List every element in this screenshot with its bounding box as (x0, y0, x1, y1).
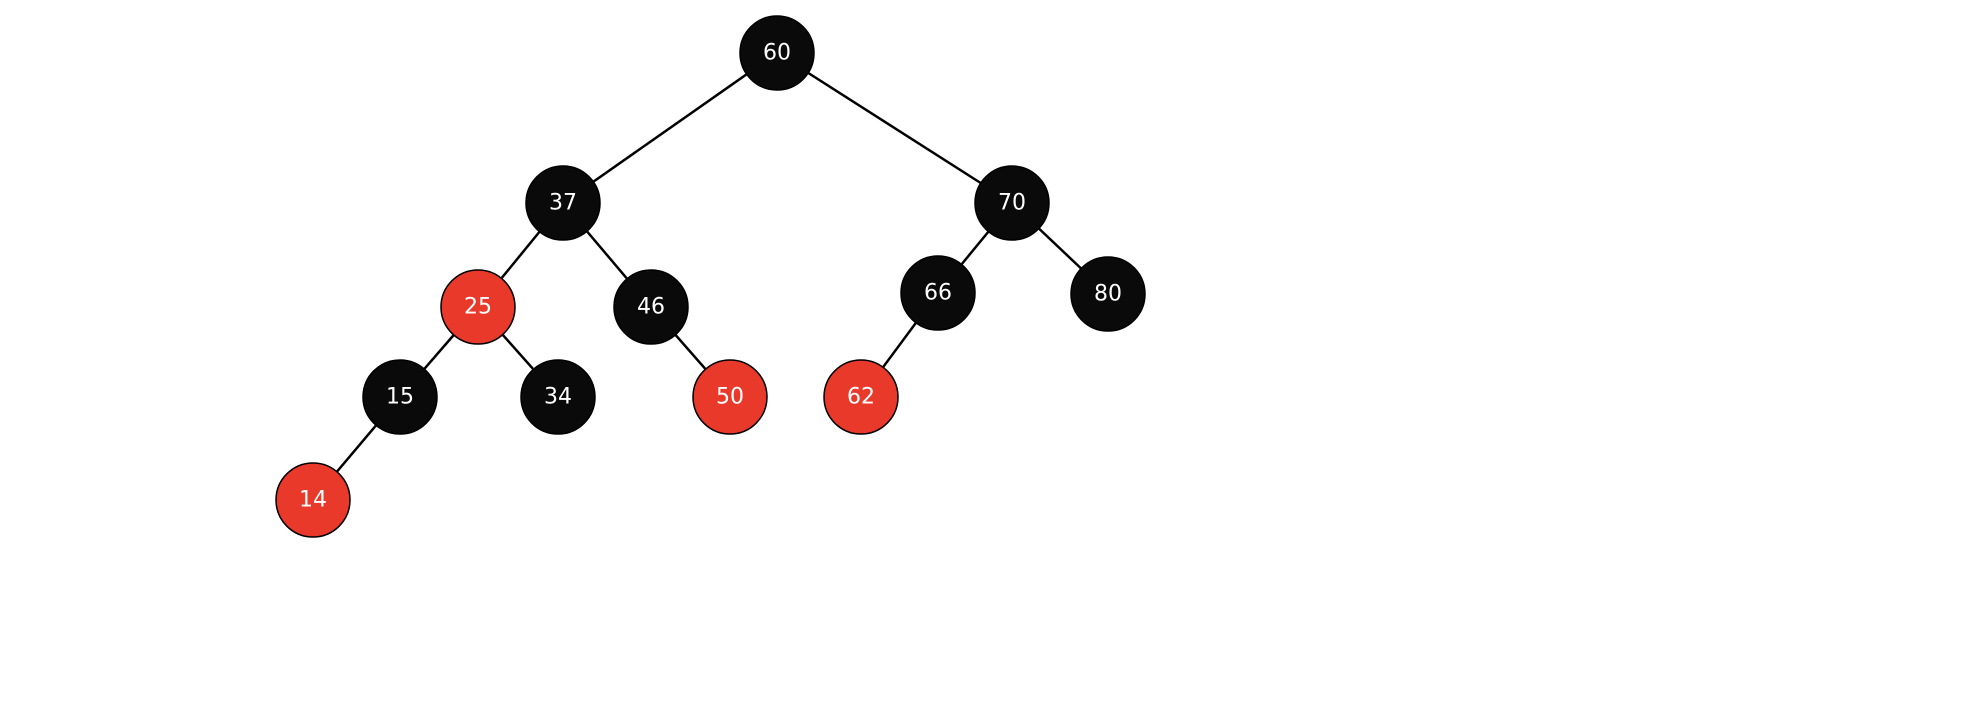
tree-node-circle-15 (362, 359, 438, 435)
tree-node-25: 25 (440, 269, 516, 345)
tree-node-label-60: 60 (763, 41, 791, 66)
tree-node-70: 70 (974, 165, 1050, 241)
tree-node-circle-62 (823, 359, 899, 435)
tree-node-15: 15 (362, 359, 438, 435)
tree-node-label-80: 80 (1094, 282, 1122, 307)
tree-node-66: 66 (900, 255, 976, 331)
tree-node-circle-14 (275, 462, 351, 538)
tree-node-80: 80 (1070, 256, 1146, 332)
tree-node-circle-60 (739, 15, 815, 91)
tree-node-label-14: 14 (299, 488, 327, 513)
tree-node-circle-37 (525, 165, 601, 241)
tree-node-label-66: 66 (924, 281, 952, 306)
tree-node-label-15: 15 (386, 385, 414, 410)
tree-node-label-46: 46 (637, 295, 665, 320)
tree-node-50: 50 (692, 359, 768, 435)
tree-node-circle-66 (900, 255, 976, 331)
tree-node-label-70: 70 (998, 191, 1026, 216)
tree-node-label-62: 62 (847, 385, 875, 410)
tree-edge-60-37 (562, 51, 778, 205)
tree-node-46: 46 (613, 269, 689, 345)
tree-node-label-37: 37 (549, 191, 577, 216)
tree-node-circle-25 (440, 269, 516, 345)
tree-node-circle-50 (692, 359, 768, 435)
tree-node-label-34: 34 (544, 385, 572, 410)
tree-node-circle-34 (520, 359, 596, 435)
tree-node-34: 34 (520, 359, 596, 435)
tree-node-label-25: 25 (464, 295, 492, 320)
tree-node-circle-70 (974, 165, 1050, 241)
tree-node-60: 60 (739, 15, 815, 91)
tree-node-circle-80 (1070, 256, 1146, 332)
tree-node-14: 14 (275, 462, 351, 538)
tree-node-62: 62 (823, 359, 899, 435)
tree-node-37: 37 (525, 165, 601, 241)
tree-edges-layer (312, 51, 1109, 501)
tree-edge-60-70 (776, 51, 1013, 205)
tree-nodes-layer: 60 37 70 25 46 66 80 15 34 50 62 14 (275, 15, 1146, 538)
tree-node-circle-46 (613, 269, 689, 345)
tree-node-label-50: 50 (716, 385, 744, 410)
